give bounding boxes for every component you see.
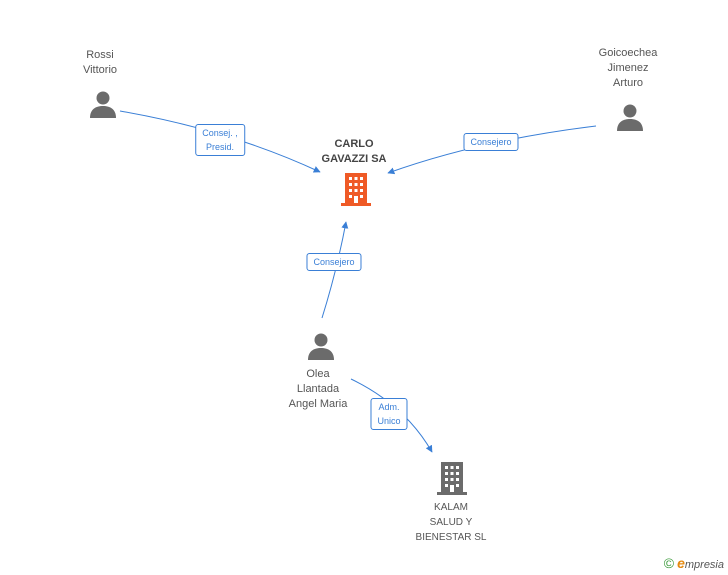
label-line: Llantada <box>296 383 340 395</box>
label-line: Angel Maria <box>288 398 348 410</box>
edge-label-line: Consejero <box>470 137 512 147</box>
label-line: SALUD Y <box>429 517 473 528</box>
label-line: Arturo <box>613 77 643 89</box>
label-line: Vittorio <box>82 64 118 76</box>
edge-label-olea-carlo[interactable]: Consejero <box>306 253 362 271</box>
brand-logo: empresia <box>677 555 724 571</box>
node-label-olea: Olea Llantada Angel Maria <box>289 367 348 412</box>
building-icon[interactable] <box>435 460 469 496</box>
edge-label-line: Consej. , <box>202 128 238 138</box>
brand-name: mpresia <box>684 559 724 571</box>
node-label-kalam: KALAM SALUD Y BIENESTAR SL <box>416 500 487 545</box>
edge-label-line: Adm. <box>378 402 400 412</box>
brand-initial: e <box>677 555 685 571</box>
node-label-carlo: CARLO GAVAZZI SA <box>322 137 387 167</box>
label-line: Jimenez <box>607 62 649 74</box>
edge-label-rossi-carlo[interactable]: Consej. , Presid. <box>195 124 245 156</box>
label-line: Olea <box>306 368 330 380</box>
brand-watermark: © empresia <box>664 555 724 571</box>
label-line: KALAM <box>434 502 468 513</box>
person-icon[interactable] <box>306 331 336 361</box>
person-icon[interactable] <box>88 89 118 119</box>
label-line: Goicoechea <box>598 47 658 59</box>
label-line: GAVAZZI SA <box>321 153 387 165</box>
building-icon[interactable] <box>339 171 373 207</box>
node-label-rossi: Rossi Vittorio <box>83 48 117 78</box>
person-icon[interactable] <box>615 102 645 132</box>
label-line: CARLO <box>334 138 374 150</box>
copyright-icon: © <box>663 555 675 571</box>
edge-label-line: Presid. <box>205 142 234 152</box>
edge-label-olea-kalam[interactable]: Adm. Unico <box>370 398 408 430</box>
edge-label-line: Consejero <box>313 257 355 267</box>
node-label-goicoechea: Goicoechea Jimenez Arturo <box>599 46 658 91</box>
edge-label-line: Unico <box>377 416 401 426</box>
label-line: Rossi <box>86 49 114 61</box>
edge-label-goicoechea-carlo[interactable]: Consejero <box>463 133 519 151</box>
label-line: BIENESTAR SL <box>415 532 487 543</box>
